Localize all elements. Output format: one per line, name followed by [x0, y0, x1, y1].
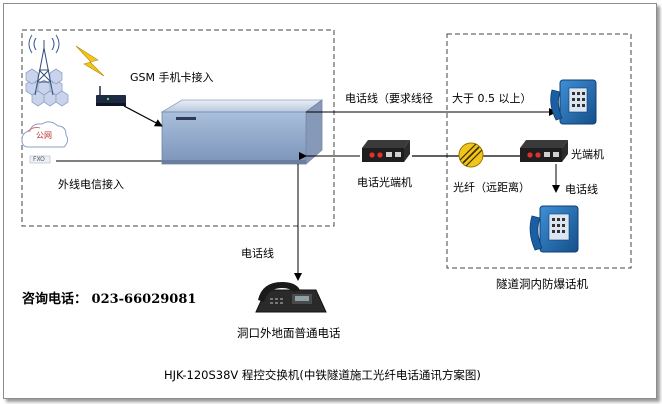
wireless-lightning-icon [75, 45, 105, 77]
surface-zone [21, 29, 335, 227]
pstn-label: 外线电信接入 [58, 178, 124, 191]
line-requirement-label: 电话线（要求线径 [345, 92, 433, 105]
public-network-icon [21, 121, 69, 148]
optical-terminal-left-label: 电话光端机 [357, 176, 412, 189]
tunnel-zone [446, 33, 632, 269]
tunnel-phone-label: 隧道洞内防爆话机 [496, 277, 588, 291]
explosion-proof-phone-bottom-icon [529, 205, 579, 253]
hotline-text: 咨询电话： 023-66029081 [22, 292, 197, 307]
fiber-optic-icon [458, 142, 484, 168]
line-requirement-value: 大于 0.5 以上） [452, 92, 532, 105]
optical-terminal-right-label: 光端机 [571, 148, 604, 161]
explosion-proof-phone-top-icon [550, 79, 597, 125]
phone-line-down-label: 电话线 [241, 247, 274, 260]
phone-line-right-label: 电话线 [565, 183, 598, 196]
desk-phone-icon [255, 282, 327, 313]
pbx-switch-icon [160, 99, 324, 165]
gsm-label: GSM 手机卡接入 [130, 71, 214, 84]
diagram-title: HJK-120S38V 程控交换机(中铁隧道施工光纤电话通讯方案图) [164, 368, 481, 382]
optical-terminal-left-icon [362, 140, 410, 162]
public-network-label: 公网 [36, 131, 52, 140]
fxo-label: FXO [33, 156, 45, 163]
surface-phone-label: 洞口外地面普通电话 [237, 326, 341, 340]
optical-terminal-right-icon [520, 140, 568, 162]
diagram-frame [3, 3, 657, 399]
fiber-label: 光纤（远距离） [453, 181, 530, 194]
gsm-gateway-icon [96, 86, 126, 106]
cell-tower-icon [25, 34, 69, 107]
gsm-to-switch-link [123, 105, 163, 127]
